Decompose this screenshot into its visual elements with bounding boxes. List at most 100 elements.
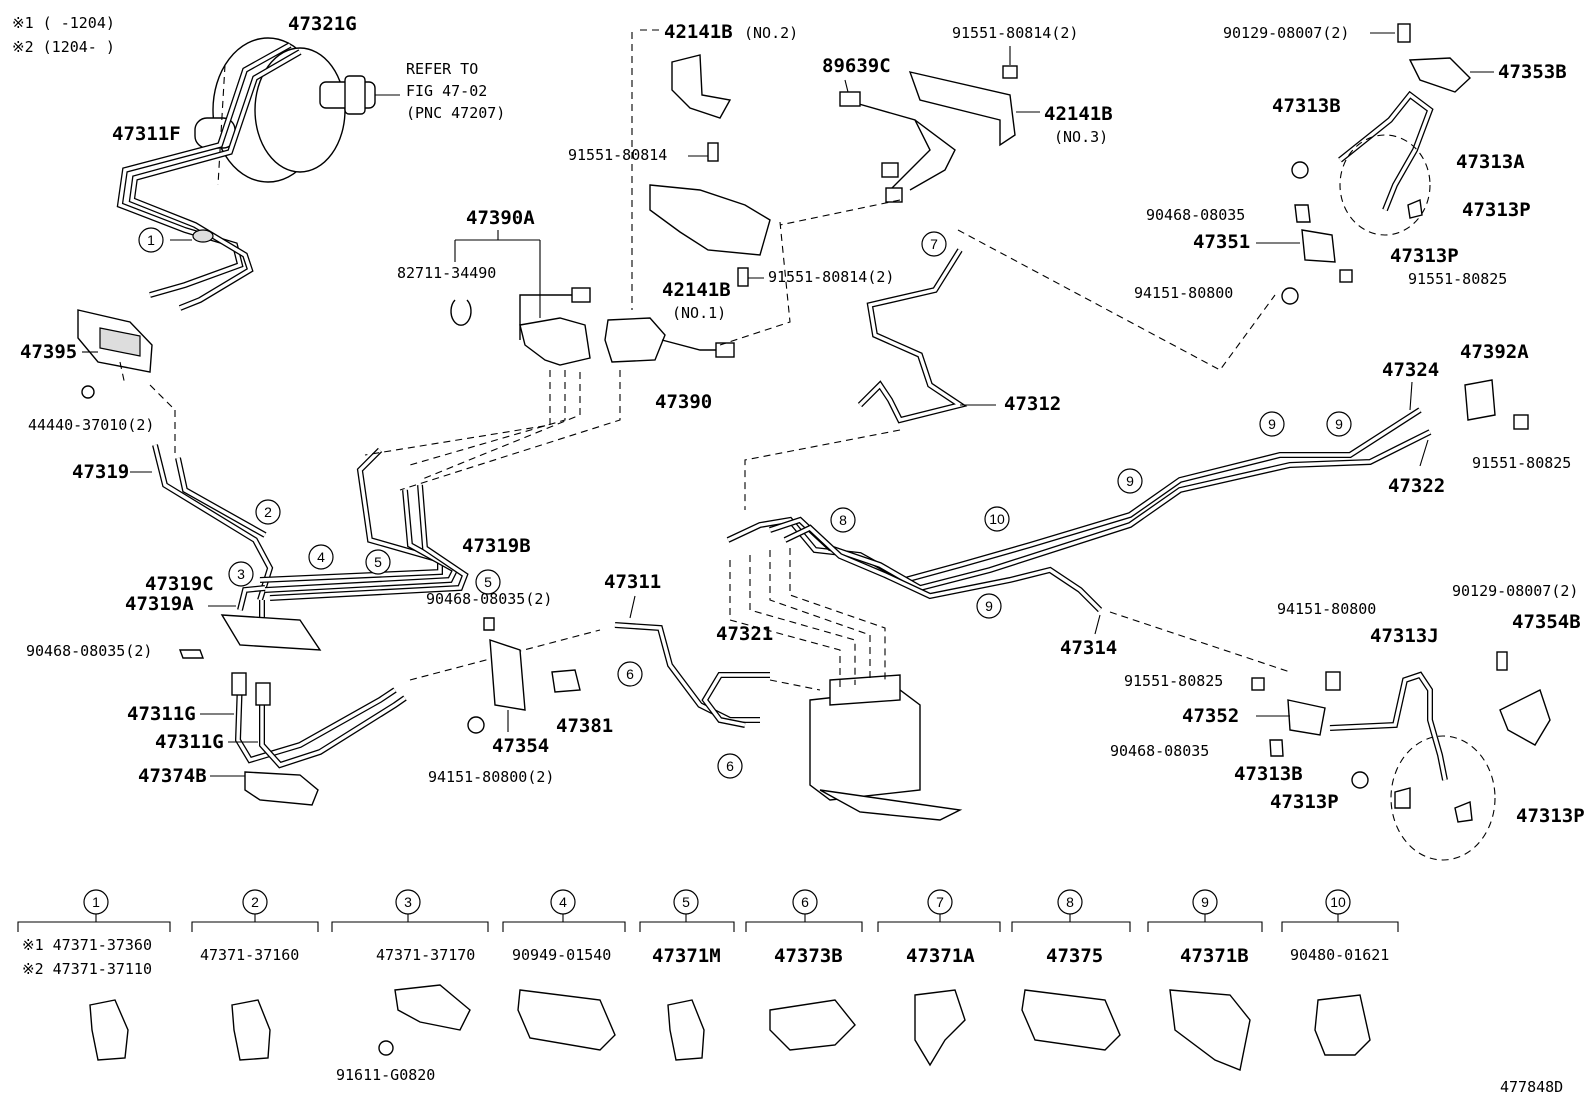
clamp-4-num: 4 <box>559 894 567 910</box>
label-42141B-no3: 42141B <box>1044 103 1113 125</box>
refer-line3: (PNC 47207) <box>406 104 505 122</box>
note-mark2: ※2 (1204- ) <box>12 38 115 56</box>
label-42141B-no1-note: (NO.1) <box>672 304 726 322</box>
callout-5b: 5 <box>484 574 492 590</box>
label-89639C: 89639C <box>822 55 891 77</box>
callout-1: 1 <box>147 232 155 248</box>
label-91551-a: 91551-80814 <box>568 146 667 164</box>
label-47313J: 47313J <box>1370 625 1439 647</box>
callout-9a: 9 <box>1268 416 1276 432</box>
harness-89639C <box>839 91 956 203</box>
label-90468-b: 90468-08035(2) <box>426 590 552 608</box>
tube-bundle-47319 <box>237 447 469 630</box>
callout-5a: 5 <box>374 554 382 570</box>
callout-4: 4 <box>317 549 325 565</box>
label-82711: 82711-34490 <box>397 264 496 282</box>
callout-10: 10 <box>989 511 1005 527</box>
hose-47311G <box>231 672 407 769</box>
clamp-3-num: 3 <box>404 894 412 910</box>
refer-line2: FIG 47-02 <box>406 82 487 100</box>
label-94151-a: 94151-80800(2) <box>428 768 554 786</box>
label-91551-c: 91551-80814(2) <box>952 24 1078 42</box>
clamp-9-part: 47371B <box>1180 945 1249 967</box>
tube-47321 <box>701 672 770 728</box>
bracket-42141B-no2 <box>671 54 732 119</box>
label-47321: 47321 <box>716 623 773 645</box>
bracket-47395 <box>77 309 153 373</box>
label-47312: 47312 <box>1004 393 1061 415</box>
callout-9d: 9 <box>985 598 993 614</box>
bracket-42141B-no3 <box>908 71 1016 147</box>
label-47313P-d: 47313P <box>1516 805 1585 827</box>
label-47313P-b: 47313P <box>1390 245 1459 267</box>
label-90468-d: 90468-08035 <box>1110 742 1209 760</box>
figure-id: 477848D <box>1500 1078 1563 1096</box>
label-47322: 47322 <box>1388 475 1445 497</box>
label-47319B: 47319B <box>462 535 531 557</box>
label-47392A: 47392A <box>1460 341 1529 363</box>
clamp-10-part: 90480-01621 <box>1290 946 1389 964</box>
sensor-47390 <box>604 317 735 363</box>
label-47381: 47381 <box>556 715 613 737</box>
sensor-47390A <box>519 287 591 366</box>
label-94151-b: 94151-80800 <box>1134 284 1233 302</box>
clamp-8-part: 47375 <box>1046 945 1103 967</box>
hose-47313J <box>1329 671 1448 781</box>
refer-line1: REFER TO <box>406 60 478 78</box>
label-47351: 47351 <box>1193 231 1250 253</box>
label-47353B: 47353B <box>1498 61 1567 83</box>
clamp-6-part: 47373B <box>774 945 843 967</box>
label-47395: 47395 <box>20 341 77 363</box>
label-47311F: 47311F <box>112 123 181 145</box>
label-47352: 47352 <box>1182 705 1239 727</box>
label-94151-c: 94151-80800 <box>1277 600 1376 618</box>
label-47324: 47324 <box>1382 359 1439 381</box>
label-47313P-c: 47313P <box>1270 791 1339 813</box>
label-47390A: 47390A <box>466 207 535 229</box>
label-90468-a: 90468-08035(2) <box>26 642 152 660</box>
label-42141B-no1: 42141B <box>662 279 731 301</box>
clamp-1-part2: ※2 47371-37110 <box>22 960 152 978</box>
label-42141B-no2: 42141B <box>664 21 733 43</box>
clamp-2-part: 47371-37160 <box>200 946 299 964</box>
label-47319A: 47319A <box>125 593 194 615</box>
callout-8: 8 <box>839 512 847 528</box>
tube-47312 <box>857 248 968 424</box>
clamp-7-num: 7 <box>936 894 944 910</box>
label-47354: 47354 <box>492 735 549 757</box>
label-47313B-a: 47313B <box>1272 95 1341 117</box>
callout-3: 3 <box>237 566 245 582</box>
label-47319: 47319 <box>72 461 129 483</box>
label-47321G: 47321G <box>288 13 357 35</box>
label-91551-f: 91551-80825 <box>1124 672 1223 690</box>
callout-7: 7 <box>930 236 938 252</box>
clamp-8-num: 8 <box>1066 894 1074 910</box>
label-42141B-no2-note: (NO.2) <box>744 24 798 42</box>
clamp-6-num: 6 <box>801 894 809 910</box>
label-47314: 47314 <box>1060 637 1117 659</box>
callout-9c: 9 <box>1126 473 1134 489</box>
label-91551-d: 91551-80825 <box>1408 270 1507 288</box>
hose-47313A <box>1338 90 1434 212</box>
label-47313A: 47313A <box>1456 151 1525 173</box>
clamp-legend: 1 ※1 47371-37360 ※2 47371-37110 2 47371-… <box>17 889 1399 1084</box>
label-47390: 47390 <box>655 391 712 413</box>
clamp-2-num: 2 <box>251 894 259 910</box>
label-47311G-1: 47311G <box>127 703 196 725</box>
callout-6a: 6 <box>626 666 634 682</box>
label-42141B-no3-note: (NO.3) <box>1054 128 1108 146</box>
label-91551-e: 91551-80825 <box>1472 454 1571 472</box>
note-mark1: ※1 ( -1204) <box>12 14 115 32</box>
clamp-1-part: ※1 47371-37360 <box>22 936 152 954</box>
abs-actuator <box>809 674 963 821</box>
label-91551-b: 91551-80814(2) <box>768 268 894 286</box>
callout-9b: 9 <box>1335 416 1343 432</box>
label-90129-b: 90129-08007(2) <box>1452 582 1578 600</box>
label-44440: 44440-37010(2) <box>28 416 154 434</box>
clamp-10-num: 10 <box>1330 894 1346 910</box>
callout-2: 2 <box>264 504 272 520</box>
label-90129-a: 90129-08007(2) <box>1223 24 1349 42</box>
label-47311G-2: 47311G <box>155 731 224 753</box>
label-47313P-a: 47313P <box>1462 199 1531 221</box>
